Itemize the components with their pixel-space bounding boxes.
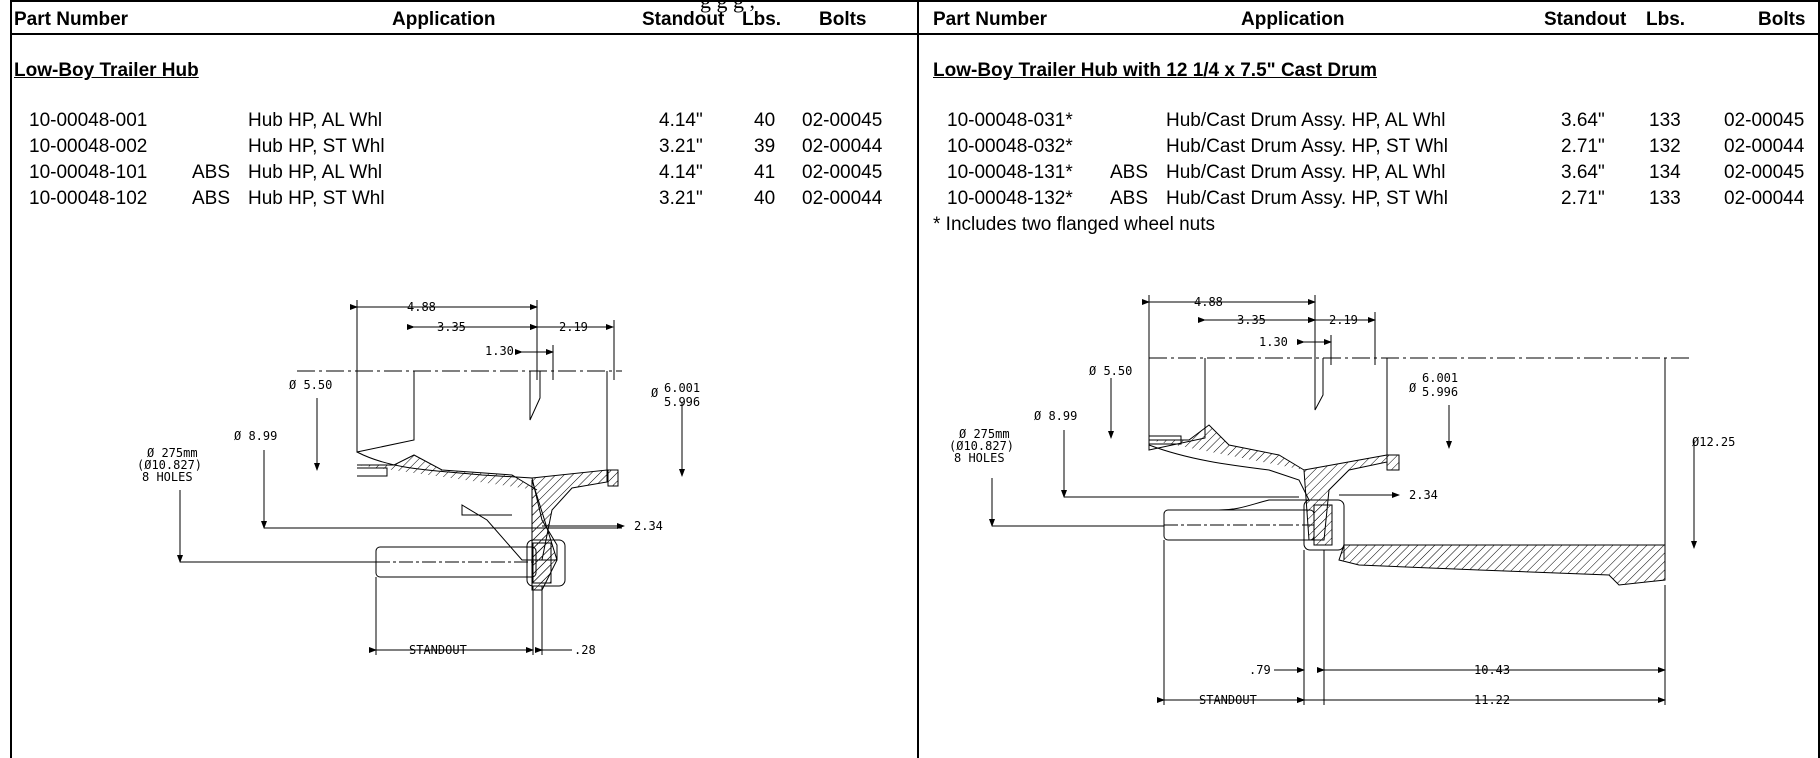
dim-6-001: 6.001 [664, 381, 700, 395]
dim-4-88: 4.88 [1194, 295, 1223, 309]
right-panel: Part Number Application Standout Lbs. Bo… [917, 0, 1820, 758]
application: Hub HP, ST Whl [248, 136, 385, 157]
part-number: 10-00048-131* [947, 162, 1073, 183]
lbs: 134 [1649, 162, 1681, 183]
bolts: 02-00045 [802, 162, 883, 183]
standout: 3.21" [659, 136, 703, 157]
footnote: * Includes two flanged wheel nuts [933, 214, 1216, 235]
dim-standout: STANDOUT [409, 643, 467, 657]
application: Hub/Cast Drum Assy. HP, ST Whl [1166, 188, 1448, 209]
lbs: 40 [754, 110, 776, 131]
dim-0-79: .79 [1249, 663, 1271, 677]
dim-6-001: 6.001 [1422, 371, 1458, 385]
dim-1-30: 1.30 [485, 344, 514, 358]
header-standout: Standout [1544, 9, 1627, 30]
header-application: Application [392, 9, 496, 30]
dim-275mm: Ø 275mm [147, 446, 198, 460]
hub-drum-cross-section-drawing: 4.88 3.35 2.19 1.30 Ø 5.50 Ø 6.001 5.996… [949, 295, 1735, 707]
dim-dia-5-50: Ø 5.50 [289, 378, 332, 392]
application: Hub HP, AL Whl [248, 110, 383, 131]
part-number: 10-00048-002 [29, 136, 148, 157]
dim-dia-12-25: Ø12.25 [1692, 435, 1735, 449]
dim-2-19: 2.19 [559, 320, 588, 334]
dim-10-827: (Ø10.827) [137, 458, 202, 472]
abs-flag: ABS [1110, 188, 1149, 209]
dim-8-holes: 8 HOLES [954, 451, 1005, 465]
abs-flag: ABS [192, 162, 231, 183]
header-divider [10, 33, 1818, 35]
application: Hub HP, AL Whl [248, 162, 383, 183]
part-number: 10-00048-132* [947, 188, 1073, 209]
lbs: 133 [1649, 188, 1681, 209]
bolts: 02-00044 [1724, 188, 1805, 209]
dim-2-34: 2.34 [634, 519, 663, 533]
standout: 2.71" [1561, 136, 1605, 157]
dim-3-35: 3.35 [437, 320, 466, 334]
part-number: 10-00048-101 [29, 162, 148, 183]
dim-1-30: 1.30 [1259, 335, 1288, 349]
left-panel: Part Number Application Standout Lbs. Bo… [10, 0, 917, 758]
standout: 4.14" [659, 110, 703, 131]
header-lbs: Lbs. [742, 9, 782, 30]
bolts: 02-00045 [802, 110, 883, 131]
bolts: 02-00044 [802, 188, 883, 209]
dim-11-22: 11.22 [1474, 693, 1510, 707]
standout: 3.21" [659, 188, 703, 209]
section-title: Low-Boy Trailer Hub [14, 60, 199, 81]
lbs: 40 [754, 188, 776, 209]
part-number: 10-00048-001 [29, 110, 148, 131]
bolts: 02-00045 [1724, 110, 1805, 131]
dim-dia-symbol: Ø [1409, 381, 1417, 395]
header-application: Application [1241, 9, 1345, 30]
standout: 2.71" [1561, 188, 1605, 209]
dim-5-996: 5.996 [664, 395, 700, 409]
dim-standout: STANDOUT [1199, 693, 1257, 707]
abs-flag: ABS [192, 188, 231, 209]
dim-10-827: (Ø10.827) [949, 439, 1014, 453]
application: Hub/Cast Drum Assy. HP, ST Whl [1166, 136, 1448, 157]
dim-3-35: 3.35 [1237, 313, 1266, 327]
header-bolts: Bolts [819, 9, 867, 30]
dim-dia-5-50: Ø 5.50 [1089, 364, 1132, 378]
lbs: 133 [1649, 110, 1681, 131]
dim-dia-8-99: Ø 8.99 [234, 429, 277, 443]
application: Hub HP, ST Whl [248, 188, 385, 209]
part-number: 10-00048-102 [29, 188, 148, 209]
dim-2-34: 2.34 [1409, 488, 1438, 502]
hub-cross-section-drawing: 4.88 3.35 2.19 1.30 Ø 5.50 Ø 6.001 5.996… [137, 300, 700, 657]
standout: 3.64" [1561, 162, 1605, 183]
table-top-border [10, 0, 1818, 2]
lbs: 39 [754, 136, 776, 157]
dim-2-19: 2.19 [1329, 313, 1358, 327]
page-title-fragment: g g g , [700, 0, 755, 13]
application: Hub/Cast Drum Assy. HP, AL Whl [1166, 162, 1446, 183]
bolts: 02-00045 [1724, 162, 1805, 183]
header-bolts: Bolts [1758, 9, 1806, 30]
part-number: 10-00048-032* [947, 136, 1073, 157]
section-title: Low-Boy Trailer Hub with 12 1/4 x 7.5" C… [933, 60, 1378, 81]
lbs: 41 [754, 162, 776, 183]
dim-8-holes: 8 HOLES [142, 470, 193, 484]
bolts: 02-00044 [1724, 136, 1805, 157]
standout: 3.64" [1561, 110, 1605, 131]
dim-10-43: 10.43 [1474, 663, 1510, 677]
header-lbs: Lbs. [1646, 9, 1686, 30]
application: Hub/Cast Drum Assy. HP, AL Whl [1166, 110, 1446, 131]
dim-275mm: Ø 275mm [959, 427, 1010, 441]
header-part-number: Part Number [933, 9, 1048, 30]
dim-0-28: .28 [574, 643, 596, 657]
standout: 4.14" [659, 162, 703, 183]
bolts: 02-00044 [802, 136, 883, 157]
abs-flag: ABS [1110, 162, 1149, 183]
dim-4-88: 4.88 [407, 300, 436, 314]
dim-dia-symbol: Ø [651, 386, 659, 400]
lbs: 132 [1649, 136, 1681, 157]
header-standout: Standout [642, 9, 725, 30]
dim-5-996: 5.996 [1422, 385, 1458, 399]
dim-dia-8-99: Ø 8.99 [1034, 409, 1077, 423]
header-part-number: Part Number [14, 9, 129, 30]
part-number: 10-00048-031* [947, 110, 1073, 131]
